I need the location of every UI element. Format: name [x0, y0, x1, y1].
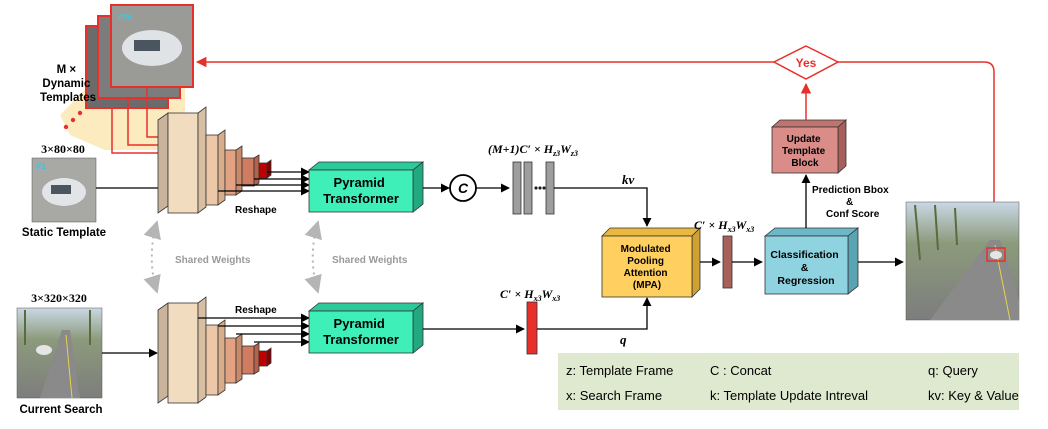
shared-weights-label-left: Shared Weights [175, 255, 251, 266]
backbone-bottom [157, 296, 272, 404]
backbone-bottom-layer5 [258, 350, 268, 367]
backbone-bottom-layer2 [205, 324, 219, 396]
search-size-label: 3×320×320 [31, 291, 87, 305]
update-template-block: Update Template Block [770, 119, 848, 174]
backbone-top-layer2 [205, 134, 219, 206]
dynamic-templates: #m M × Dynamic Templates [40, 4, 194, 150]
classification-block: Classification & Regression [763, 227, 860, 295]
output-feedback-line [838, 61, 995, 250]
concat-node: C [449, 174, 477, 202]
svg-text:Pyramid Transformer: Pyramid Transformer [323, 316, 399, 347]
shared-weights-label-right: Shared Weights [332, 255, 408, 266]
mpa-output-token [722, 235, 733, 289]
mpa-block: Modulated Pooling Attention (MPA) [601, 227, 701, 298]
output-frame [905, 201, 1020, 321]
prediction-label: Prediction Bbox & Conf Score [812, 185, 891, 220]
current-search-image [16, 307, 103, 399]
svg-text:Classification & R: Classification & Regression [770, 249, 841, 287]
static-template-label: Static Template [22, 227, 106, 239]
kv-to-mpa-arrow [554, 187, 652, 227]
frame-tag-dynamic: #m [118, 12, 133, 23]
kv-label: kv [622, 172, 635, 187]
svg-text:Update Template Bl: Update Template Block [782, 134, 828, 169]
q-label: q [620, 332, 627, 347]
static-template-image: #1 [31, 157, 97, 223]
backbone-top-layer1 [167, 112, 199, 214]
legend: z: Template Frame C : Concat q: Query x:… [558, 353, 1019, 410]
backbone-top-layer4 [241, 157, 255, 187]
prediction-bbox [986, 247, 1006, 262]
shared-weights-arrow-left [143, 220, 161, 294]
kv-dim-label: (M+1)C′ × Hz3Wz3 [488, 142, 578, 158]
query-to-mpa-arrow [537, 297, 652, 330]
current-search-label: Current Search [19, 404, 102, 416]
reshape-label-bottom: Reshape [235, 305, 277, 316]
pyramid-transformer-bottom: Pyramid Transformer [307, 302, 425, 354]
dynamic-frame-front: #m [110, 4, 194, 88]
dynamic-templates-label: M × Dynamic Templates [40, 64, 96, 104]
legend-background [558, 353, 1019, 410]
mpa-dim-label: C′ × Hx3Wx3 [694, 218, 754, 234]
legend-x: x: Search Frame [566, 388, 662, 403]
reshape-label-top: Reshape [235, 205, 277, 216]
kv-tokens [512, 161, 555, 215]
backbone-bottom-layer4 [241, 345, 255, 375]
yes-decision: Yes [772, 45, 840, 80]
backbone-top-layer3 [224, 149, 237, 196]
static-size-label: 3×80×80 [41, 142, 85, 156]
backbone-top-outputs [218, 167, 310, 196]
svg-text:Yes: Yes [796, 56, 817, 70]
shared-weights-arrow-right [304, 220, 322, 294]
legend-k: k: Template Update Intreval [710, 388, 868, 403]
legend-q: q: Query [928, 363, 978, 378]
svg-text:Modulated Pooling: Modulated Pooling Attention (MPA) [621, 244, 674, 291]
backbone-top [157, 106, 272, 214]
query-token [526, 301, 538, 355]
backbone-bottom-outputs [198, 313, 310, 347]
backbone-bottom-layer3 [224, 337, 237, 384]
backbone-top-layer5 [258, 162, 268, 179]
legend-kv: kv: Key & Value [928, 388, 1019, 403]
legend-concat: C : Concat [710, 363, 772, 378]
query-dim-label: C′ × Hx3Wx3 [500, 287, 560, 303]
backbone-bottom-layer1 [167, 302, 199, 404]
svg-text:C: C [458, 180, 469, 196]
frame-tag-static: #1 [36, 161, 46, 171]
ellipsis-dots-red [63, 110, 83, 130]
legend-z: z: Template Frame [566, 363, 673, 378]
pyramid-transformer-top: Pyramid Transformer [307, 161, 425, 213]
svg-text:Pyramid Transformer: Pyramid Transformer [323, 175, 399, 206]
